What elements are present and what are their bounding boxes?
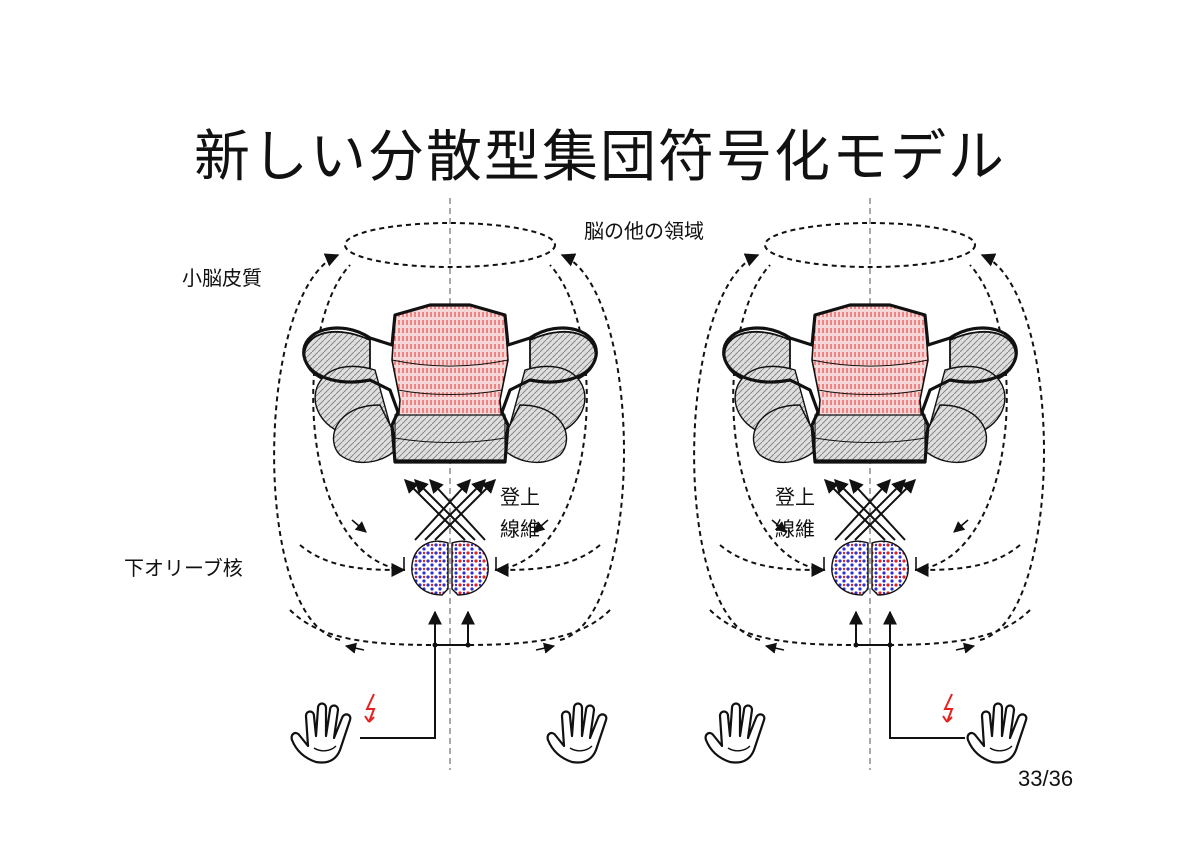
label-cerebellar-cortex: 小脳皮質 [182, 266, 262, 290]
label-inferior-olive: 下オリーブ核 [124, 556, 243, 580]
left-hand-stimulated-icon [290, 702, 352, 764]
slide-title: 新しい分散型集団符号化モデル [194, 125, 1006, 190]
stimulus-lightning-icon [364, 693, 375, 723]
label-climbing-fibers-right-1: 登上 [775, 485, 815, 509]
right-hand-stimulated-icon [966, 702, 1028, 764]
left-hand-icon [704, 702, 766, 764]
right-panel [693, 198, 1045, 770]
right-hand-icon [546, 702, 608, 764]
label-climbing-fibers-left-1: 登上 [500, 485, 540, 509]
label-other-brain-regions: 脳の他の領域 [584, 219, 704, 243]
page-number: 33/36 [1018, 766, 1074, 791]
left-panel [273, 198, 625, 770]
stimulus-lightning-icon [942, 693, 953, 723]
